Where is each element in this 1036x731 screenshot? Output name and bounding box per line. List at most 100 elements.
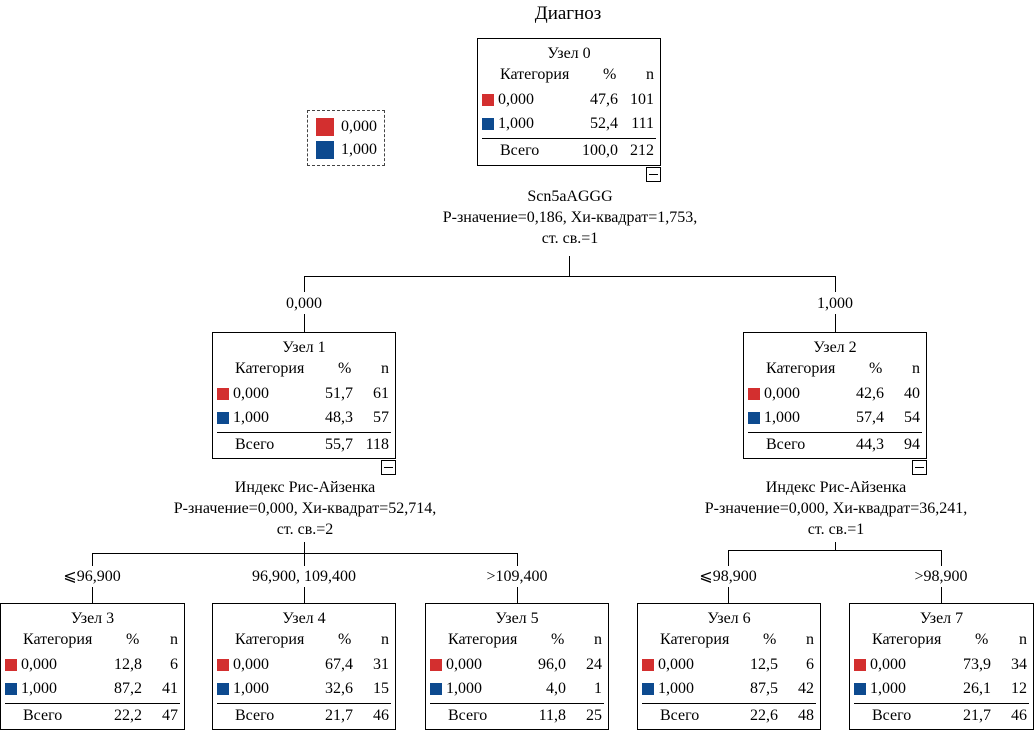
- legend: 0,000 1,000: [307, 110, 385, 166]
- header-n: n: [806, 631, 814, 648]
- total-percent: 100,0: [582, 142, 618, 159]
- category-swatch: [854, 683, 866, 695]
- category-count: 40: [904, 385, 920, 402]
- branch-label-node2: 1,000: [775, 294, 895, 314]
- split-variable: Индекс Рис-Айзенка: [234, 479, 376, 496]
- legend-label-0: 0,000: [341, 118, 377, 135]
- split-df: ст. св.=1: [541, 230, 599, 247]
- node-header-row: Категория%n: [638, 629, 820, 651]
- chart-title: Диагноз: [534, 3, 602, 24]
- branch-label-node1: 0,000: [244, 294, 364, 314]
- branch-label-node3: ⩽96,900: [42, 567, 142, 587]
- node-title: Узел 7: [919, 610, 964, 627]
- split-df: ст. св.=1: [807, 521, 865, 538]
- node-title: Узел 5: [495, 610, 539, 627]
- category-label: 1,000: [870, 680, 906, 697]
- total-label: Всего: [235, 707, 275, 724]
- total-count: 48: [798, 707, 814, 724]
- total-percent: 55,7: [325, 436, 353, 453]
- header-category: Категория: [23, 631, 93, 648]
- category-count: 6: [806, 656, 814, 673]
- category-label: 1,000: [233, 409, 269, 426]
- collapse-toggle-icon[interactable]: [381, 460, 396, 475]
- branch-label-node5: >109,400: [467, 567, 567, 587]
- category-label: 1,000: [446, 680, 482, 697]
- category-label: 0,000: [870, 656, 906, 673]
- category-swatch: [217, 659, 229, 671]
- header-percent: %: [603, 66, 617, 83]
- collapse-toggle-icon[interactable]: [646, 167, 661, 182]
- category-label: 0,000: [233, 385, 269, 402]
- category-label: 0,000: [764, 385, 800, 402]
- total-percent: 22,2: [114, 707, 142, 724]
- category-percent: 12,8: [114, 656, 142, 673]
- node-header-row: Категория%n: [478, 64, 660, 86]
- header-category: Категория: [872, 631, 942, 648]
- category-label: 0,000: [498, 91, 534, 108]
- collapse-toggle-icon[interactable]: [912, 460, 927, 475]
- split-stats: P-значение=0,000, Хи-квадрат=36,241,: [704, 500, 968, 517]
- split-stats: P-значение=0,186, Хи-квадрат=1,753,: [442, 209, 698, 226]
- category-count: 41: [162, 680, 178, 697]
- category-percent: 32,6: [325, 680, 353, 697]
- branch-label-node7: >98,900: [891, 567, 991, 587]
- category-swatch: [854, 659, 866, 671]
- legend-swatch-0: [316, 118, 334, 136]
- category-percent: 67,4: [325, 656, 353, 673]
- node-title: Узел 1: [282, 339, 326, 356]
- category-percent: 48,3: [325, 409, 353, 426]
- category-swatch: [748, 388, 760, 400]
- total-count: 46: [373, 707, 389, 724]
- header-n: n: [912, 360, 920, 377]
- category-percent: 73,9: [963, 656, 991, 673]
- total-percent: 11,8: [538, 707, 566, 724]
- total-percent: 21,7: [325, 707, 353, 724]
- header-percent: %: [551, 631, 565, 648]
- category-label: 1,000: [498, 115, 534, 132]
- header-percent: %: [338, 631, 352, 648]
- category-percent: 52,4: [590, 115, 618, 132]
- category-percent: 57,4: [856, 409, 884, 426]
- category-swatch: [217, 388, 229, 400]
- total-percent: 44,3: [856, 436, 884, 453]
- category-swatch: [5, 659, 17, 671]
- node-title: Узел 6: [707, 610, 751, 627]
- category-swatch: [482, 94, 494, 106]
- category-percent: 42,6: [856, 385, 884, 402]
- header-category: Категория: [660, 631, 730, 648]
- total-percent: 21,7: [963, 707, 991, 724]
- split-df: ст. св.=2: [276, 521, 334, 538]
- split-stats: P-значение=0,000, Хи-квадрат=52,714,: [173, 500, 437, 517]
- legend-label-1: 1,000: [341, 141, 377, 158]
- header-category: Категория: [448, 631, 518, 648]
- total-label: Всего: [872, 707, 912, 724]
- node-header-row: Категория%n: [213, 629, 395, 651]
- header-category: Категория: [235, 360, 305, 377]
- total-count: 46: [1011, 707, 1027, 724]
- node-header-row: Категория%n: [850, 629, 1033, 651]
- header-category: Категория: [766, 360, 836, 377]
- branch-label-node4: 96,900, 109,400: [234, 567, 374, 587]
- header-n: n: [381, 360, 389, 377]
- header-n: n: [381, 631, 389, 648]
- category-swatch: [5, 683, 17, 695]
- category-count: 57: [373, 409, 389, 426]
